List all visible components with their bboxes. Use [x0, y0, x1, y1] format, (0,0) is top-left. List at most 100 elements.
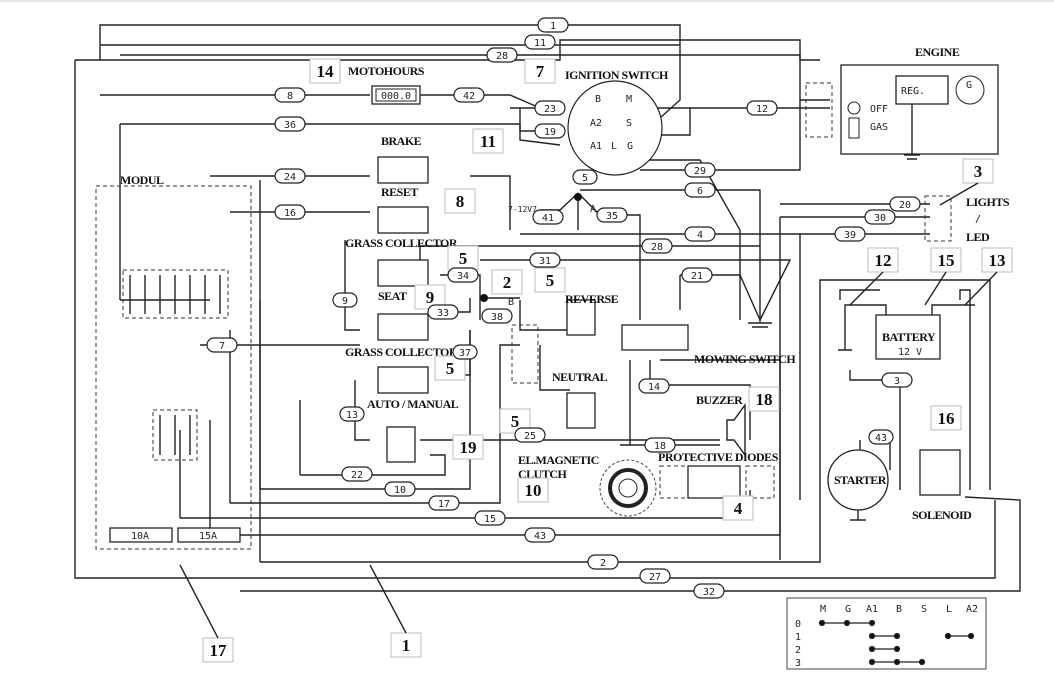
pin-a1: A1 — [590, 141, 602, 152]
generator-label: G — [966, 80, 972, 91]
ignition-switch-label: IGNITION SWITCH — [565, 68, 669, 82]
wire-label: 11 — [524, 34, 556, 50]
wire-label: 19 — [534, 123, 566, 139]
svg-text:14: 14 — [317, 62, 335, 81]
svg-text:13: 13 — [989, 251, 1006, 270]
callout: 4 — [722, 495, 754, 521]
svg-text:9: 9 — [426, 288, 435, 307]
clutch-label-1: EL.MAGNETIC — [518, 453, 599, 467]
mowing-switch-label: MOWING SWITCH — [694, 352, 796, 366]
wire-label: 28 — [486, 47, 518, 63]
off-lamp-icon — [847, 101, 861, 115]
relay-block-2 — [152, 409, 198, 461]
reset-label: RESET — [381, 185, 418, 199]
callout: 13 — [981, 247, 1013, 273]
svg-text:31: 31 — [539, 256, 551, 267]
solenoid-label: SOLENOID — [912, 508, 972, 522]
fuse-10a: 10A — [109, 527, 173, 543]
callout: 2 — [491, 269, 523, 295]
svg-text:28: 28 — [496, 51, 508, 62]
fuse-15a-label: 15A — [199, 531, 217, 542]
relay-block-1 — [122, 269, 229, 319]
svg-text:7: 7 — [536, 62, 545, 81]
svg-text:4: 4 — [734, 499, 743, 518]
svg-text:16: 16 — [284, 208, 296, 219]
pin-g: G — [627, 141, 633, 152]
wire-label: 9 — [332, 292, 358, 308]
wire-label: 1 — [537, 17, 569, 33]
wire-label: 32 — [693, 583, 725, 599]
wire-label: 15 — [474, 510, 506, 526]
wire-label: 29 — [684, 162, 716, 178]
diode-connector-left — [659, 465, 689, 499]
svg-text:12: 12 — [756, 104, 768, 115]
pin-l: L — [611, 141, 617, 152]
grass-collector-switch — [377, 259, 429, 287]
pin-m: M — [626, 94, 632, 105]
wire-label: 16 — [274, 204, 306, 220]
svg-text:37: 37 — [459, 348, 471, 359]
svg-text:5: 5 — [546, 271, 555, 290]
col-s: S — [921, 604, 927, 615]
brake-label: BRAKE — [381, 134, 422, 148]
svg-text:1: 1 — [550, 21, 556, 32]
svg-text:28: 28 — [651, 242, 663, 253]
motohours-meter: 000.0 — [371, 85, 421, 105]
fuse-15a: 15A — [177, 527, 241, 543]
regulator-label: REG. — [901, 86, 925, 97]
wire-label: 7 — [206, 337, 238, 353]
col-l: L — [946, 604, 952, 615]
svg-text:3: 3 — [894, 376, 900, 387]
solenoid — [919, 449, 961, 496]
buzzer-icon — [726, 402, 746, 458]
neutral-label: NEUTRAL — [552, 370, 608, 384]
svg-text:17: 17 — [438, 499, 450, 510]
wire-label: 34 — [447, 267, 479, 283]
col-m: M — [820, 604, 826, 615]
wire-label: 27 — [639, 568, 671, 584]
col-a1: A1 — [866, 604, 878, 615]
wire-label: 25 — [514, 427, 546, 443]
buzzer-label: BUZZER — [696, 393, 743, 407]
svg-text:5: 5 — [446, 359, 455, 378]
row-0: 0 — [795, 619, 801, 630]
lights-connector — [924, 195, 952, 242]
wire-label: 2 — [587, 554, 619, 570]
wire-label: 14 — [638, 378, 670, 394]
wire-label: 38 — [481, 308, 513, 324]
engine-label: ENGINE — [915, 45, 960, 59]
wire-label: 10 — [384, 481, 416, 497]
ground-icon — [748, 320, 772, 328]
wire-label: 37 — [452, 344, 478, 360]
wire-label: 28 — [641, 238, 673, 254]
svg-text:12: 12 — [875, 251, 892, 270]
wire-label: 22 — [341, 466, 373, 482]
gas-solenoid-icon — [848, 117, 860, 139]
wire-label: 20 — [889, 196, 921, 212]
col-b: B — [896, 604, 902, 615]
battery-label: BATTERY — [882, 330, 936, 344]
starter-label: STARTER — [834, 473, 887, 487]
svg-text:34: 34 — [457, 271, 469, 282]
callout: 1 — [390, 632, 422, 658]
svg-text:21: 21 — [691, 271, 703, 282]
wire-label: 13 — [339, 406, 365, 422]
callout: 14 — [309, 58, 341, 84]
neutral-switch — [566, 392, 596, 429]
svg-text:22: 22 — [351, 470, 363, 481]
battery-voltage: 12 V — [898, 347, 922, 358]
reset-switch — [377, 206, 429, 234]
svg-text:5: 5 — [511, 412, 520, 431]
row-1: 1 — [795, 632, 801, 643]
generator-icon — [955, 75, 985, 105]
wire-label: 42 — [453, 87, 485, 103]
protective-diodes — [687, 465, 741, 499]
ignition-switch-table: M G A1 B S L A2 0 1 2 3 — [786, 597, 987, 670]
pin-s: S — [626, 118, 632, 129]
wire-label: 41 — [532, 209, 564, 225]
junction-a-label: A — [590, 204, 596, 215]
callout: 19 — [452, 434, 484, 460]
pin-b: B — [595, 94, 601, 105]
svg-text:11: 11 — [534, 38, 546, 49]
gas-label: GAS — [870, 122, 888, 133]
